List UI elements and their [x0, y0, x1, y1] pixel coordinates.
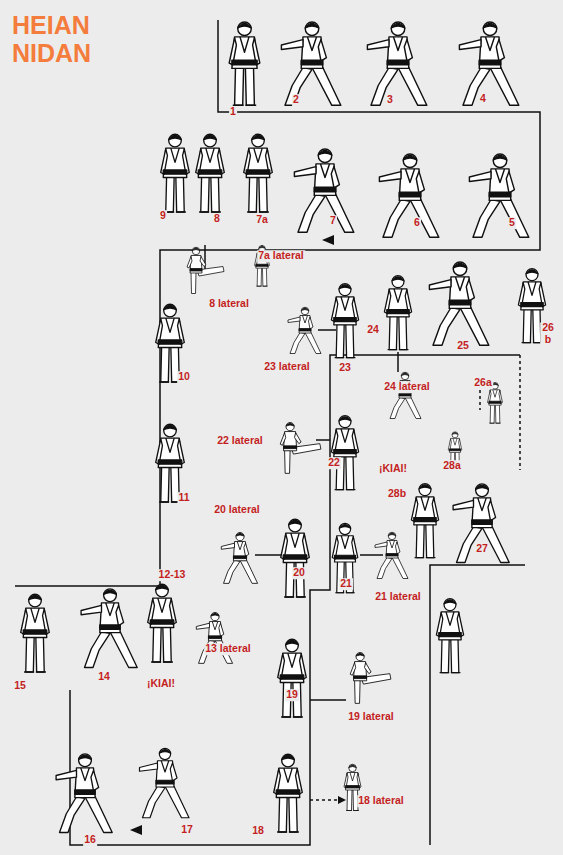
callout-number: 12-13 — [158, 569, 187, 581]
callout-number: 20 lateral — [213, 504, 261, 516]
callout-number: 1 — [229, 106, 237, 118]
callout-number: 19 lateral — [347, 711, 395, 723]
callout-number: 24 lateral — [383, 381, 431, 393]
callout-number: 5 — [508, 217, 516, 229]
callout-number: 7 — [329, 215, 337, 227]
callout-number: 26a — [473, 377, 493, 389]
callout-number: 23 lateral — [263, 361, 311, 373]
callout-number: 24 — [366, 324, 380, 336]
callout-number: 17 — [180, 824, 194, 836]
callout-number: 23 — [338, 362, 352, 374]
callout-number: 13 lateral — [204, 643, 252, 655]
callout-number: 10 — [177, 371, 191, 383]
callout-number: 15 — [13, 680, 27, 692]
callout-number: 26 b — [540, 322, 556, 345]
callout-number: 7a — [255, 214, 269, 226]
callout-number: 20 — [292, 567, 306, 579]
callout-number: 27 — [475, 543, 489, 555]
callout-number: 6 — [413, 217, 421, 229]
callout-number: 21 lateral — [374, 591, 422, 603]
callout-number: 14 — [97, 671, 111, 683]
callout-number: 9 — [159, 210, 167, 222]
callout-number: 25 — [456, 340, 470, 352]
callout-number: 7a lateral — [257, 250, 305, 262]
callout-number: 28b — [387, 488, 407, 500]
callout-number: 21 — [339, 578, 353, 590]
callout-number: 4 — [479, 93, 487, 105]
callout-number: 28a — [442, 460, 462, 472]
callout-number: ¡KIAI! — [378, 463, 408, 475]
callout-number: 8 lateral — [208, 298, 250, 310]
callout-number: 18 lateral — [357, 795, 405, 807]
callout-number: 22 — [327, 457, 341, 469]
callout-number: ¡KIAI! — [146, 678, 176, 690]
callout-number: 16 — [83, 834, 97, 846]
callout-number: 18 — [251, 825, 265, 837]
kata-title: HEIAN NIDAN — [12, 12, 132, 67]
callout-number: 22 lateral — [216, 435, 264, 447]
callout-number: 2 — [292, 94, 300, 106]
callout-number: 19 — [285, 689, 299, 701]
callout-number: 11 — [177, 492, 190, 504]
callout-number: 8 — [213, 213, 221, 225]
callout-number: 3 — [386, 94, 394, 106]
